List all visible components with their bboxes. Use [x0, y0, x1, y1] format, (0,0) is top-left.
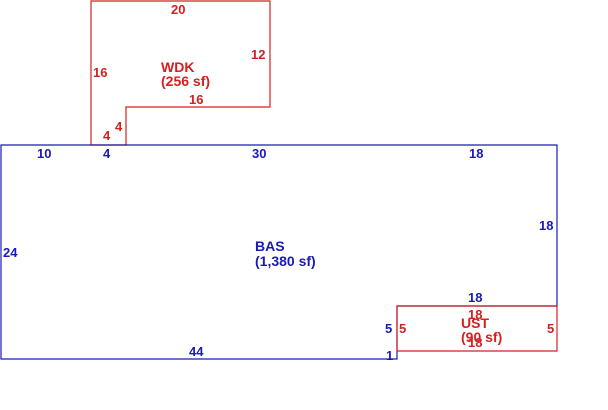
ust-area-label: (90 sf) [461, 329, 502, 345]
ust-dim-bottom: 18 [468, 335, 482, 350]
wdk-dim-left: 16 [93, 65, 107, 80]
wdk-name-label: WDK [161, 59, 194, 75]
bas-dim-notch-v: 5 [385, 321, 392, 336]
bas-dim-top-a: 10 [37, 146, 51, 161]
bas-dim-bottom: 44 [189, 344, 204, 359]
ust-dim-left: 5 [399, 321, 406, 336]
wdk-area-label: (256 sf) [161, 73, 210, 89]
bas-name-label: BAS [255, 238, 285, 254]
bas-dim-top-d: 18 [469, 146, 483, 161]
wdk-dim-bottom: 16 [189, 92, 203, 107]
bas-dim-top-c: 30 [252, 146, 266, 161]
wdk-dim-top: 20 [171, 2, 185, 17]
bas-dim-notch-top: 18 [468, 290, 482, 305]
ust-outline [396, 305, 558, 352]
bas-dim-left: 24 [3, 245, 18, 260]
bas-dim-right: 18 [539, 218, 553, 233]
wdk-dim-step-v: 4 [115, 119, 123, 134]
wdk-dim-step-h: 4 [103, 128, 111, 143]
wdk-dim-right: 12 [251, 47, 265, 62]
ust-name-label: UST [461, 315, 489, 331]
ust-dim-right: 5 [547, 321, 554, 336]
bas-dim-top-b: 4 [103, 146, 111, 161]
ust-dim-top: 18 [468, 307, 482, 322]
bas-area-label: (1,380 sf) [255, 253, 316, 269]
bas-dim-notch-h: 1 [386, 348, 393, 363]
